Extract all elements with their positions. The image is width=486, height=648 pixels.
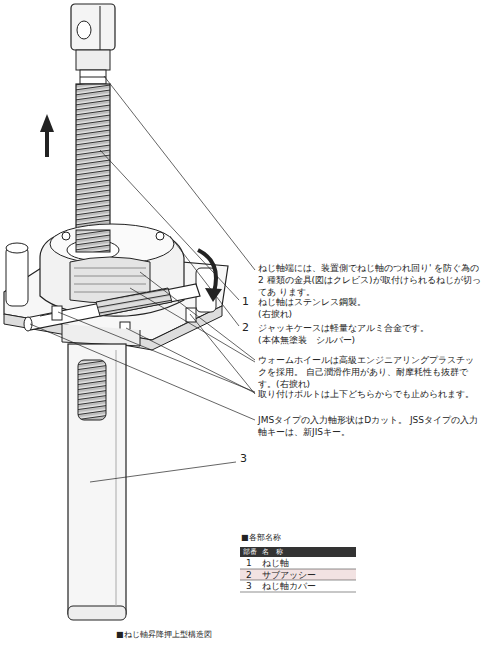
table-header: 名 称 — [262, 547, 283, 557]
table-cell: 3 — [246, 580, 252, 592]
note-text: ウォームホイールは高級エンジニアリングプラスチックを採用。 自己潤滑作用があり、… — [258, 354, 482, 390]
note-text: ねじ軸端には、装置側でねじ軸のつれ回り' を防ぐ為の2 種類の金具(図はクレビス… — [258, 262, 482, 298]
note-text: (本体無塗装 シルバー) — [258, 334, 355, 346]
callout-number: 2 — [242, 322, 249, 334]
table-title: ■各部名称 — [241, 533, 281, 543]
table-cell: ねじ軸 — [262, 557, 289, 569]
callout-number: 1 — [242, 296, 249, 308]
table-cell: サブアッシー — [262, 569, 316, 581]
callout-number: 3 — [240, 453, 247, 465]
table-header: 部番 — [243, 547, 257, 557]
note-text: ジャッキケースは軽量なアルミ合金です。 — [258, 322, 429, 334]
note-text: 取り付けボルトは上下どちらからでも止められます。 — [258, 388, 474, 400]
note-text: JMSタイプの入力軸形状はDカット。 JSSタイプの入力軸キーは、新JISキー。 — [258, 414, 482, 438]
table-cell: 2 — [246, 569, 252, 581]
table-cell: ねじ軸カバー — [262, 580, 316, 592]
table-cell: 1 — [246, 557, 252, 569]
figure-caption: ■ねじ軸昇降押上型構造図 — [116, 630, 212, 640]
note-text: (右捩れ) — [258, 308, 292, 320]
note-text: ねじ軸はステンレス鋼製。 — [258, 296, 366, 308]
